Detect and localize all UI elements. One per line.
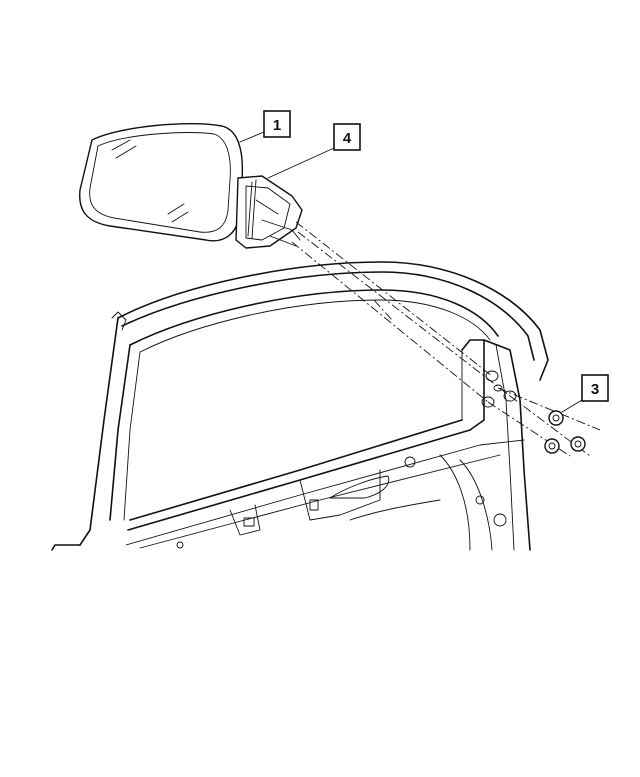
door-frame	[51, 261, 549, 551]
callout-4: 4	[333, 123, 361, 151]
nut	[570, 436, 586, 452]
svg-text:1: 1	[273, 117, 281, 134]
svg-text:3: 3	[591, 381, 599, 398]
nut	[544, 438, 560, 454]
leader-lines	[239, 131, 583, 413]
outside-mirror	[79, 122, 303, 249]
nut	[548, 410, 564, 426]
mirror-nuts	[544, 410, 586, 454]
mirror-gasket	[247, 179, 257, 239]
svg-text:4: 4	[343, 130, 352, 147]
callout-1: 1	[263, 110, 291, 138]
callout-3: 3	[581, 374, 609, 402]
